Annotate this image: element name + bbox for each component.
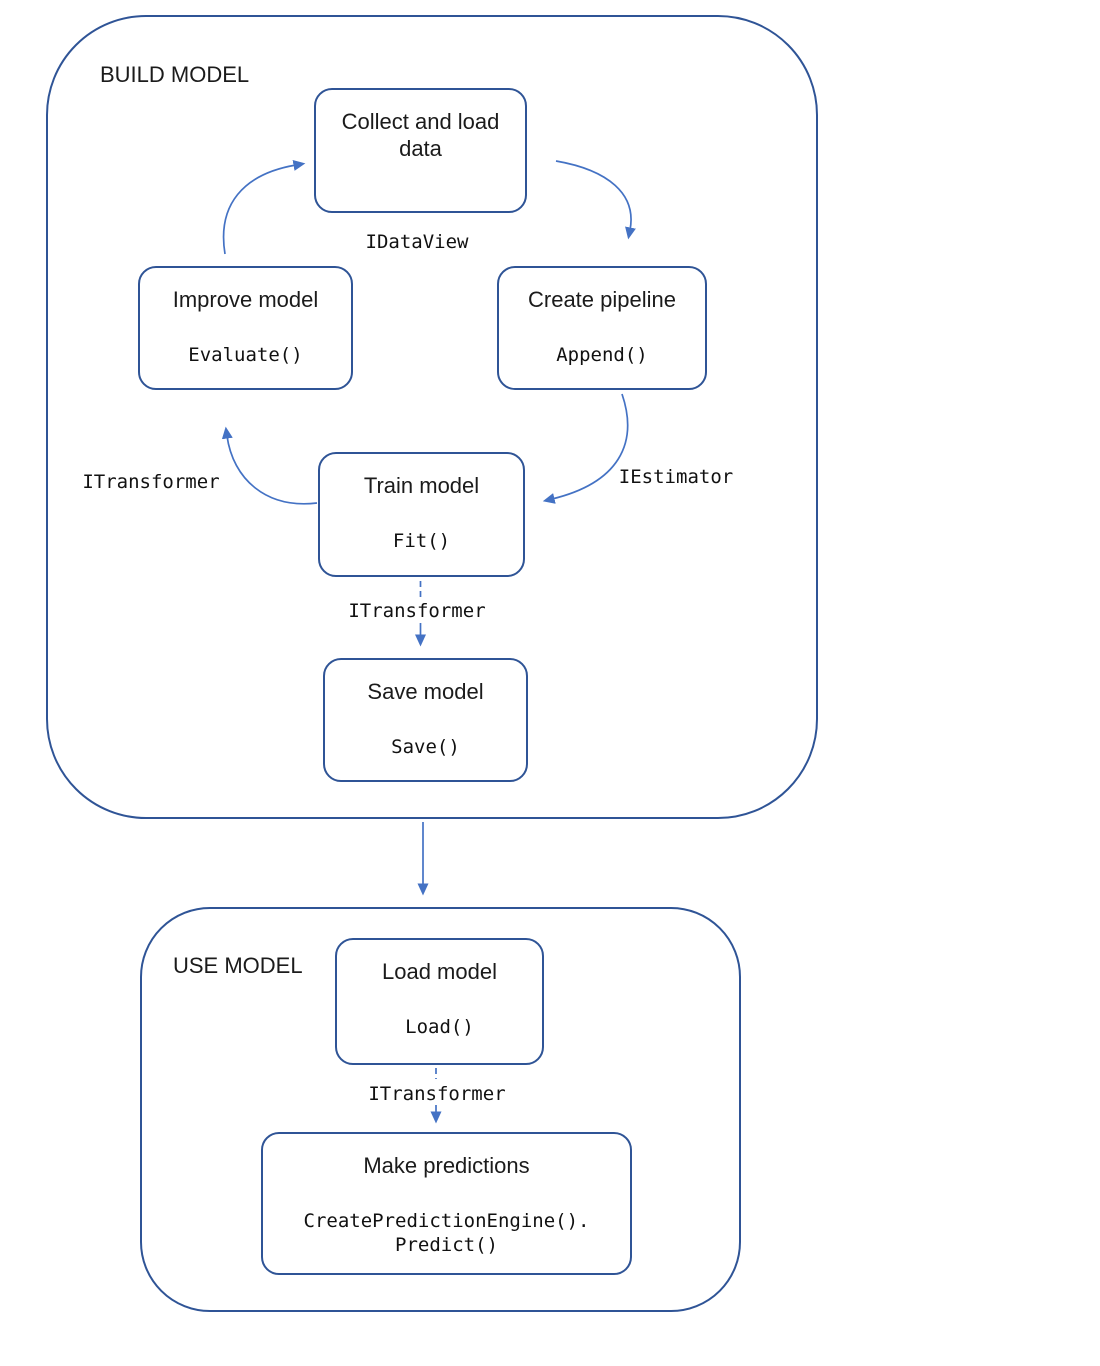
build-model-label: BUILD MODEL [100, 62, 250, 87]
use-model-label: USE MODEL [173, 953, 303, 978]
build-model-container [46, 15, 818, 819]
node-title: Create pipeline [528, 287, 676, 312]
node-title: Train model [363, 473, 480, 498]
node-method: CreatePredictionEngine(). Predict() [303, 1210, 590, 1256]
node-train-model: Train model Fit() [318, 452, 525, 577]
node-method: Fit() [392, 530, 451, 552]
node-improve-model: Improve model Evaluate() [138, 266, 353, 390]
node-method: Load() [405, 1016, 474, 1038]
node-collect-and-load-data: Collect and load data [314, 88, 527, 213]
node-method: Append() [556, 344, 648, 366]
edge-label-itransformer-middle: ITransformer [348, 600, 486, 622]
use-model-container [140, 907, 741, 1312]
node-method: Save() [391, 736, 460, 758]
node-title: Improve model [172, 287, 319, 312]
edge-label-idataview: IDataView [365, 231, 469, 253]
node-title: Save model [367, 679, 484, 704]
node-make-predictions: Make predictions CreatePredictionEngine(… [261, 1132, 632, 1275]
node-title: Load model [382, 959, 497, 984]
edge-label-itransformer-use: ITransformer [368, 1083, 506, 1105]
node-load-model: Load model Load() [335, 938, 544, 1065]
node-create-pipeline: Create pipeline Append() [497, 266, 707, 390]
node-title: Make predictions [363, 1153, 530, 1178]
node-save-model: Save model Save() [323, 658, 528, 782]
edge-label-itransformer-left: ITransformer [82, 471, 220, 493]
node-method: Evaluate() [188, 344, 303, 366]
node-title: Collect and load data [341, 109, 500, 161]
edge-label-iestimator: IEstimator [618, 466, 734, 488]
